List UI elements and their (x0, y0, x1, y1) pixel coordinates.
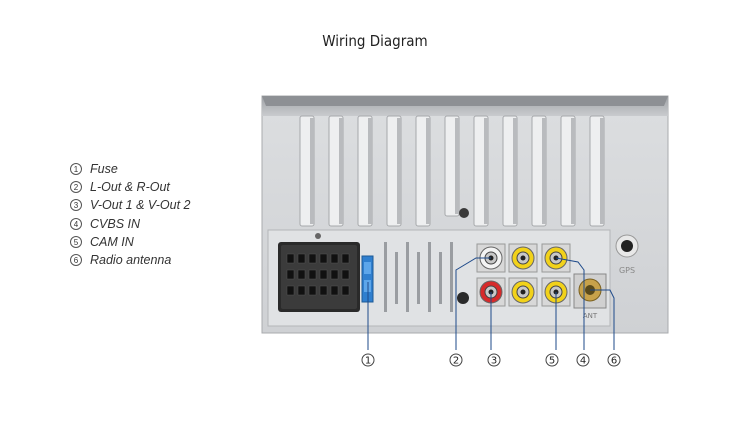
harness-pin (319, 285, 328, 296)
screw-hole-icon (459, 208, 469, 218)
fin-shadow (426, 118, 430, 224)
vent-slot (417, 252, 420, 304)
harness-pin (341, 285, 350, 296)
rca-jack-center (520, 289, 526, 295)
fin-shadow (484, 118, 488, 224)
legend-item: 4 CVBS IN (70, 215, 191, 233)
harness-pin (286, 269, 295, 280)
fin-shadow (310, 118, 314, 224)
harness-pin (286, 253, 295, 264)
harness-pin (341, 253, 350, 264)
page-title: Wiring Diagram (322, 32, 428, 50)
callout-circle (449, 353, 463, 367)
legend-item: 2 L-Out & R-Out (70, 178, 191, 196)
fin-shadow (600, 118, 604, 224)
fin-shadow (513, 118, 517, 224)
vent-slot (395, 252, 398, 304)
harness-pin (297, 253, 306, 264)
callout-numbers: 1 2 3 5 4 6 (361, 353, 621, 367)
fin-shadow (542, 118, 546, 224)
legend-label: CAM IN (90, 234, 134, 249)
fin-shadow (571, 118, 575, 224)
heatsink-fins (299, 115, 605, 227)
callout-number: 1 (365, 356, 371, 367)
vent-slot (450, 242, 453, 312)
harness-pin (308, 285, 317, 296)
harness-pin (286, 285, 295, 296)
rca-jack-center (520, 255, 526, 261)
harness-pin (308, 269, 317, 280)
callout-number: 2 (453, 356, 459, 367)
legend-label: CVBS IN (90, 216, 141, 231)
harness-pin (330, 285, 339, 296)
legend-item: 5 CAM IN (70, 233, 191, 251)
leader-line (555, 257, 585, 350)
legend-label: V-Out 1 & V-Out 2 (90, 198, 191, 213)
callout-circle (487, 353, 501, 367)
leader-line (455, 257, 491, 350)
vent-slot (439, 252, 442, 304)
harness-connector-icon (278, 242, 360, 312)
fin-shadow (339, 118, 343, 224)
leader-lines (367, 257, 615, 350)
vent-slot (384, 242, 387, 312)
callout-number: 6 (611, 356, 617, 367)
harness-pin (297, 285, 306, 296)
legend-label: L-Out & R-Out (90, 180, 170, 195)
callout-circle (545, 353, 559, 367)
callout-number: 4 (580, 356, 586, 367)
gps-port-icon: GPS (615, 234, 639, 275)
harness-pin (330, 269, 339, 280)
legend-label: Fuse (90, 162, 118, 177)
vent-slot (406, 242, 409, 312)
rca-jacks (476, 243, 571, 307)
legend-number: 6 (70, 254, 82, 267)
harness-pin (319, 269, 328, 280)
legend: 1 Fuse 2 L-Out & R-Out 3 V-Out 1 & V-Out… (70, 160, 191, 269)
gps-label: GPS (619, 266, 635, 275)
harness-pin (308, 253, 317, 264)
ant-label: ANT (583, 312, 598, 320)
fin-shadow (397, 118, 401, 224)
harness-pin (297, 269, 306, 280)
harness-pin (341, 269, 350, 280)
fin-shadow (368, 118, 372, 224)
callout-circle (361, 353, 375, 367)
legend-item: 1 Fuse (70, 160, 191, 178)
legend-label: Radio antenna (90, 253, 172, 268)
callout-number: 3 (491, 356, 497, 367)
callout-circle (576, 353, 590, 367)
legend-number: 5 (70, 235, 82, 248)
knob-icon (457, 292, 469, 304)
legend-item: 3 V-Out 1 & V-Out 2 (70, 196, 191, 214)
harness-pin (319, 253, 328, 264)
legend-item: 6 Radio antenna (70, 251, 191, 269)
vent-slot (428, 242, 431, 312)
fin-shadow (455, 118, 459, 214)
callout-circle (607, 353, 621, 367)
leader-line (590, 289, 615, 350)
legend-number: 3 (70, 199, 82, 212)
callout-number: 5 (549, 356, 555, 367)
screw-icon (315, 233, 321, 239)
harness-pin (330, 253, 339, 264)
legend-number: 2 (70, 181, 82, 194)
vent-slots (384, 242, 453, 312)
legend-number: 4 (70, 217, 82, 230)
legend-number: 1 (70, 163, 82, 176)
